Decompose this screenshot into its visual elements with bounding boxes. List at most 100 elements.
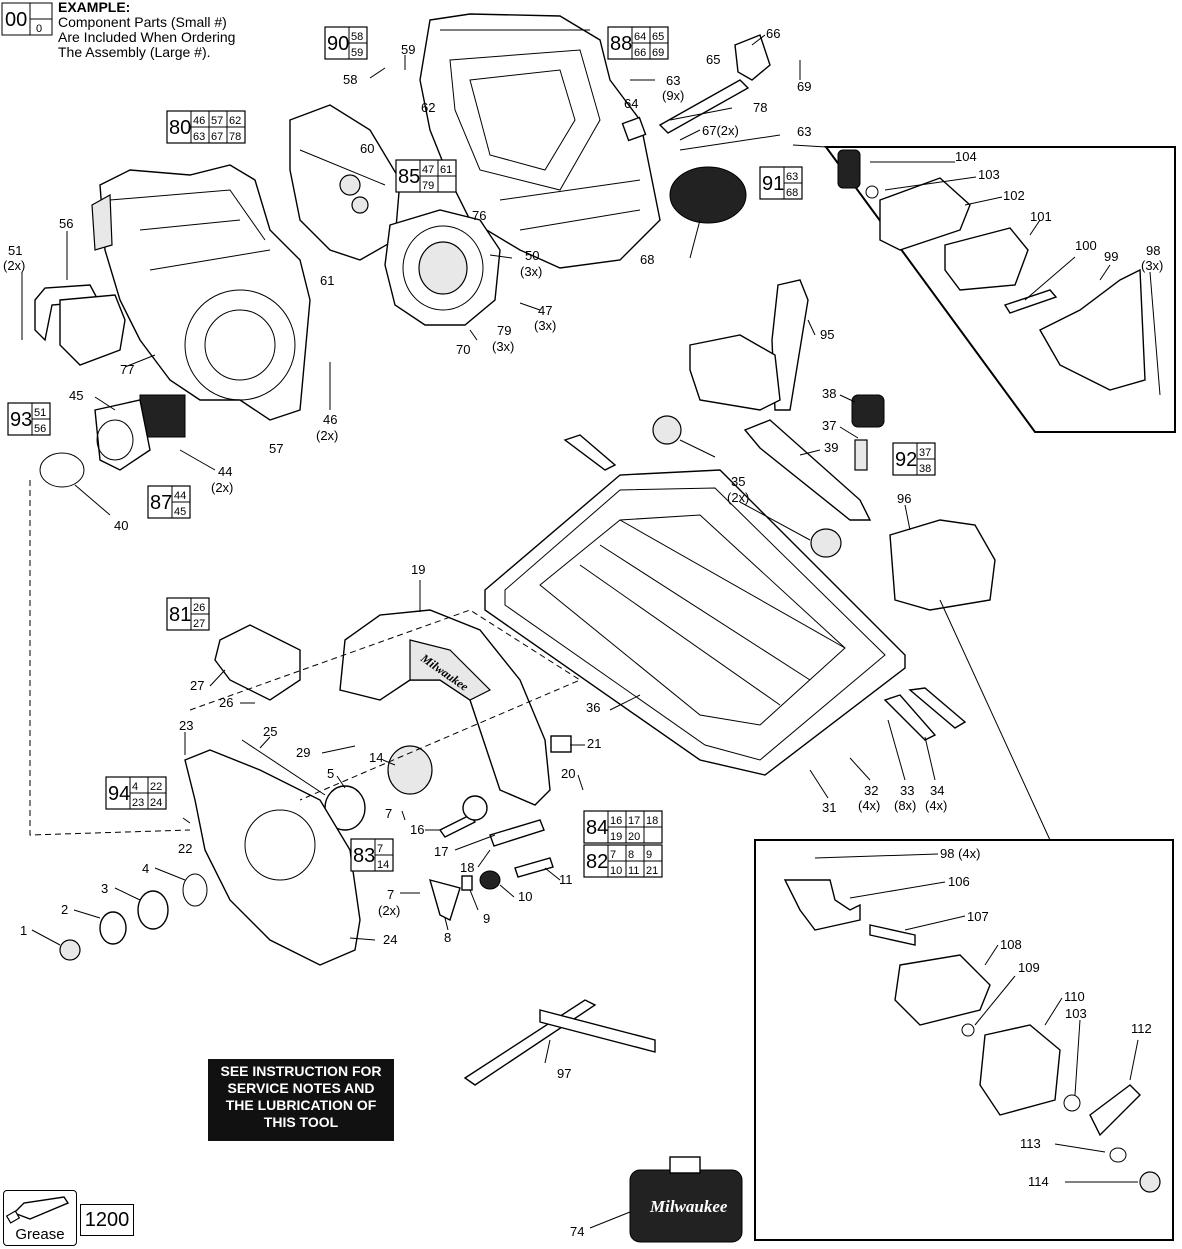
assembly-number-81: 81 bbox=[169, 604, 191, 626]
assembly-component-19: 19 bbox=[610, 831, 622, 843]
shaft-parts-65-78 bbox=[621, 34, 771, 142]
rod-part-25 bbox=[241, 739, 326, 796]
label-47: 47 bbox=[538, 303, 552, 318]
assembly-component-16: 16 bbox=[610, 815, 622, 827]
base-plate-part-36 bbox=[484, 469, 906, 776]
knob-part-35-lower bbox=[810, 528, 842, 558]
assembly-number-85: 85 bbox=[398, 166, 420, 188]
label-21: 21 bbox=[587, 736, 601, 751]
label-44: 44 bbox=[218, 464, 232, 479]
assembly-component-38: 38 bbox=[919, 463, 931, 475]
example-title: EXAMPLE: bbox=[58, 0, 131, 15]
label-99: 99 bbox=[1104, 249, 1118, 264]
example-key: 00 0 bbox=[1, 2, 53, 36]
assembly-component-27: 27 bbox=[193, 618, 205, 630]
assembly-component-37: 37 bbox=[919, 447, 931, 459]
assembly-component-64: 64 bbox=[634, 31, 646, 43]
knob-part-38 bbox=[851, 394, 885, 471]
washer-part-17 bbox=[462, 795, 488, 821]
label-1: 1 bbox=[20, 923, 27, 938]
label-112: 112 bbox=[1131, 1021, 1152, 1036]
lever-part-8 bbox=[428, 879, 461, 921]
assembly-component-22: 22 bbox=[150, 781, 162, 793]
label-103b: 103 bbox=[1065, 1006, 1087, 1021]
leader-lines bbox=[21, 34, 1161, 1229]
label-32: 32 bbox=[864, 783, 878, 798]
assembly-component-63: 63 bbox=[193, 131, 205, 143]
assembly-component-65: 65 bbox=[652, 31, 664, 43]
assembly-component-67: 67 bbox=[211, 131, 223, 143]
assembly-component-59: 59 bbox=[351, 47, 363, 59]
label-46x: (2x) bbox=[316, 428, 338, 443]
label-64: 64 bbox=[624, 96, 638, 111]
label-100: 100 bbox=[1075, 238, 1097, 253]
assembly-component-20: 20 bbox=[628, 831, 640, 843]
bracket-part-upper bbox=[563, 434, 617, 471]
assembly-component-69: 69 bbox=[652, 47, 664, 59]
label-56: 56 bbox=[59, 216, 73, 231]
label-63b: 63 bbox=[797, 124, 811, 139]
label-65: 65 bbox=[706, 52, 720, 67]
assembly-component-8: 8 bbox=[628, 849, 634, 861]
label-8: 8 bbox=[444, 930, 451, 945]
label-5: 5 bbox=[327, 766, 334, 781]
label-36: 36 bbox=[586, 700, 600, 715]
assembly-component-11: 11 bbox=[628, 865, 639, 877]
rip-fence-part-97 bbox=[463, 999, 656, 1086]
label-51x: (2x) bbox=[3, 258, 25, 273]
assembly-component-21: 21 bbox=[646, 865, 658, 877]
label-74: 74 bbox=[570, 1224, 584, 1239]
bracket-part-33 bbox=[883, 694, 937, 741]
label-68: 68 bbox=[640, 252, 654, 267]
label-9x: (9x) bbox=[662, 88, 684, 103]
label-33: 33 bbox=[900, 783, 914, 798]
label-46: 46 bbox=[323, 412, 337, 427]
lower-inset-parts bbox=[783, 879, 1161, 1193]
assembly-component-79: 79 bbox=[422, 180, 434, 192]
assembly-number-90: 90 bbox=[327, 33, 349, 55]
label-4: 4 bbox=[142, 861, 149, 876]
label-16: 16 bbox=[410, 822, 424, 837]
assembly-component-17: 17 bbox=[628, 815, 640, 827]
label-34x: (4x) bbox=[925, 798, 947, 813]
label-108: 108 bbox=[1000, 937, 1022, 952]
label-101: 101 bbox=[1030, 209, 1052, 224]
label-29: 29 bbox=[296, 745, 310, 760]
label-17: 17 bbox=[434, 844, 448, 859]
bolt-part-1 bbox=[59, 939, 81, 961]
label-23: 23 bbox=[179, 718, 193, 733]
assembly-number-80: 80 bbox=[169, 117, 191, 139]
grease-tube-icon bbox=[5, 1196, 70, 1224]
assembly-number-88: 88 bbox=[610, 33, 632, 55]
note-line-3: THE LUBRICATION OF bbox=[225, 1097, 377, 1113]
assembly-component-24: 24 bbox=[150, 797, 162, 809]
washer-part-2 bbox=[99, 911, 127, 945]
assembly-component-47: 47 bbox=[422, 164, 434, 176]
assembly-component-66: 66 bbox=[634, 47, 646, 59]
assembly-number-87: 87 bbox=[150, 492, 172, 514]
part-9 bbox=[461, 875, 473, 891]
upper-inset-parts bbox=[837, 149, 1146, 391]
assembly-component-57: 57 bbox=[211, 115, 223, 127]
knob-part-35-upper bbox=[652, 415, 682, 445]
assembly-component-7: 7 bbox=[610, 849, 616, 861]
switch-assembly-85 bbox=[289, 104, 401, 261]
wrench-part-39 bbox=[743, 419, 872, 521]
example-legend: EXAMPLE: Component Parts (Small #) Are I… bbox=[58, 0, 235, 60]
dashed-guide bbox=[29, 480, 582, 836]
assembly-component-46: 46 bbox=[193, 115, 205, 127]
assembly-component-44: 44 bbox=[174, 490, 186, 502]
label-20: 20 bbox=[561, 766, 575, 781]
label-50x: (3x) bbox=[520, 264, 542, 279]
label-95: 95 bbox=[820, 327, 834, 342]
part-labels: 58 59 62 60 66 69 65 63 (9x) 64 78 67(2x… bbox=[3, 26, 1163, 1239]
example-big-number: 00 bbox=[5, 9, 27, 31]
label-24: 24 bbox=[383, 932, 397, 947]
dust-port-part-27 bbox=[214, 624, 301, 701]
label-37: 37 bbox=[822, 418, 836, 433]
label-10: 10 bbox=[518, 889, 532, 904]
